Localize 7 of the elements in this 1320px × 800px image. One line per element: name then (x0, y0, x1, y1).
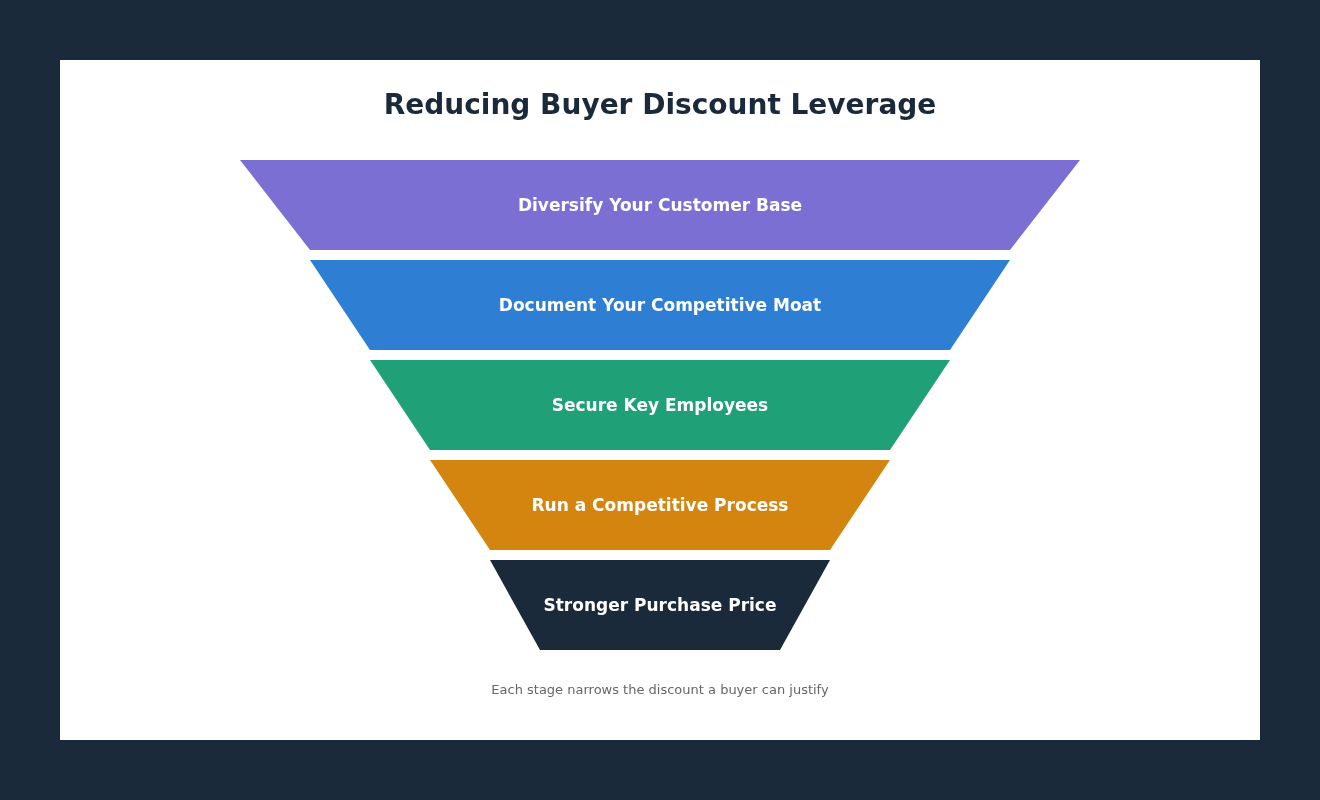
stage-label: Secure Key Employees (551, 394, 769, 416)
title: Reducing Buyer Discount Leverage (383, 87, 937, 123)
stage-label: Document Your Competitive Moat (498, 294, 822, 316)
stage-label: Stronger Purchase Price (543, 594, 777, 616)
caption: Each stage narrows the discount a buyer can justify (491, 681, 829, 699)
stage-label: Diversify Your Customer Base (517, 194, 803, 216)
stage-label: Run a Competitive Process (531, 494, 789, 516)
